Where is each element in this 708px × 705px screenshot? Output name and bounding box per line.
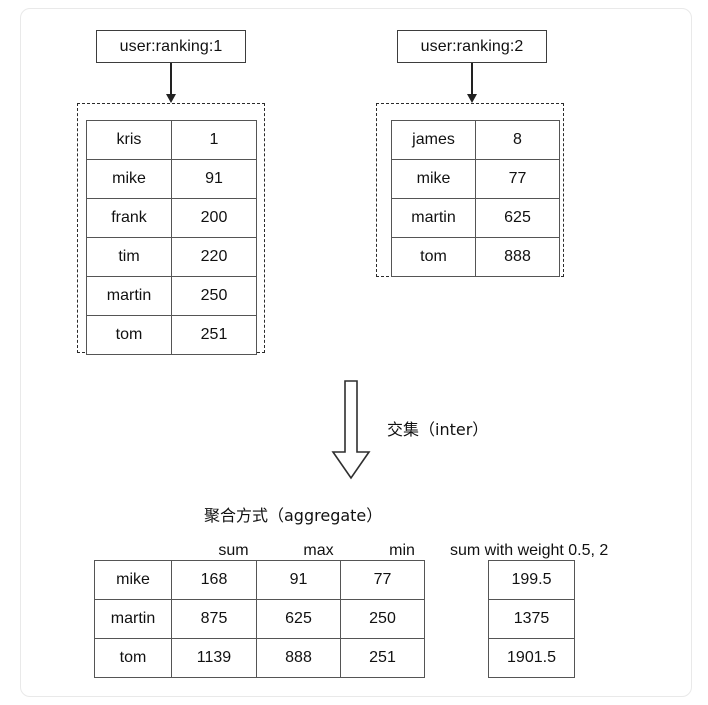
source-2-score-3: 888 xyxy=(475,237,560,277)
connector-line-ranking-1 xyxy=(170,63,172,95)
weighted-sum-table: 199.5 1375 1901.5 xyxy=(488,560,575,678)
table-row: tim 220 xyxy=(86,237,257,277)
source-2-score-0: 8 xyxy=(475,120,560,160)
source-1-score-4: 250 xyxy=(171,276,257,316)
aggregate-column-label-max: max xyxy=(303,542,334,559)
table-row: martin 875 625 250 xyxy=(94,599,425,639)
weighted-sum-label: sum with weight 0.5, 2 xyxy=(450,542,609,559)
source-2-score-2: 625 xyxy=(475,198,560,238)
aggregate-column-label-sum: sum xyxy=(218,542,249,559)
table-row: 1901.5 xyxy=(488,638,575,678)
connector-line-ranking-2 xyxy=(471,63,473,95)
connector-arrowhead-ranking-1 xyxy=(166,94,176,103)
aggregate-column-label-min: min xyxy=(389,542,415,559)
aggregate-result-table: mike 168 91 77 martin 875 625 250 tom 11… xyxy=(94,560,425,678)
source-1-score-3: 220 xyxy=(171,237,257,277)
table-row: martin 625 xyxy=(391,198,560,238)
intersection-block-arrow xyxy=(331,380,371,480)
source-1-member-5: tom xyxy=(86,315,172,355)
aggregate-member-2: tom xyxy=(94,638,172,678)
aggregate-heading: 聚合方式（aggregate） xyxy=(204,506,383,525)
source-1-member-3: tim xyxy=(86,237,172,277)
table-row: mike 91 xyxy=(86,159,257,199)
source-2-member-3: tom xyxy=(391,237,476,277)
table-row: kris 1 xyxy=(86,120,257,160)
weighted-value-2: 1901.5 xyxy=(488,638,575,678)
aggregate-max-1: 625 xyxy=(256,599,341,639)
table-row: james 8 xyxy=(391,120,560,160)
table-row: martin 250 xyxy=(86,276,257,316)
source-1-score-0: 1 xyxy=(171,120,257,160)
aggregate-max-2: 888 xyxy=(256,638,341,678)
source-2-member-0: james xyxy=(391,120,476,160)
aggregate-max-0: 91 xyxy=(256,560,341,600)
weighted-value-1: 1375 xyxy=(488,599,575,639)
source-table-1: kris 1 mike 91 frank 200 tim 220 martin … xyxy=(86,120,257,355)
source-1-member-4: martin xyxy=(86,276,172,316)
source-2-score-1: 77 xyxy=(475,159,560,199)
key-box-ranking-1-label: user:ranking:1 xyxy=(119,37,223,55)
table-row: tom 888 xyxy=(391,237,560,277)
source-2-member-1: mike xyxy=(391,159,476,199)
diagram-card: user:ranking:1 kris 1 mike 91 frank 200 … xyxy=(20,8,692,697)
source-table-2: james 8 mike 77 martin 625 tom 888 xyxy=(391,120,560,277)
source-1-member-2: frank xyxy=(86,198,172,238)
intersection-label: 交集（inter） xyxy=(387,420,489,439)
source-1-member-0: kris xyxy=(86,120,172,160)
aggregate-min-0: 77 xyxy=(340,560,425,600)
aggregate-sum-0: 168 xyxy=(171,560,257,600)
source-1-score-1: 91 xyxy=(171,159,257,199)
table-row: mike 77 xyxy=(391,159,560,199)
aggregate-member-1: martin xyxy=(94,599,172,639)
source-1-score-2: 200 xyxy=(171,198,257,238)
weighted-value-0: 199.5 xyxy=(488,560,575,600)
key-box-ranking-2: user:ranking:2 xyxy=(397,30,547,63)
table-row: mike 168 91 77 xyxy=(94,560,425,600)
aggregate-sum-1: 875 xyxy=(171,599,257,639)
table-row: tom 251 xyxy=(86,315,257,355)
table-row: tom 1139 888 251 xyxy=(94,638,425,678)
table-row: frank 200 xyxy=(86,198,257,238)
aggregate-min-2: 251 xyxy=(340,638,425,678)
table-row: 199.5 xyxy=(488,560,575,600)
aggregate-sum-2: 1139 xyxy=(171,638,257,678)
table-row: 1375 xyxy=(488,599,575,639)
key-box-ranking-1: user:ranking:1 xyxy=(96,30,246,63)
key-box-ranking-2-label: user:ranking:2 xyxy=(420,37,524,55)
source-2-member-2: martin xyxy=(391,198,476,238)
source-1-member-1: mike xyxy=(86,159,172,199)
source-1-score-5: 251 xyxy=(171,315,257,355)
connector-arrowhead-ranking-2 xyxy=(467,94,477,103)
aggregate-member-0: mike xyxy=(94,560,172,600)
aggregate-min-1: 250 xyxy=(340,599,425,639)
